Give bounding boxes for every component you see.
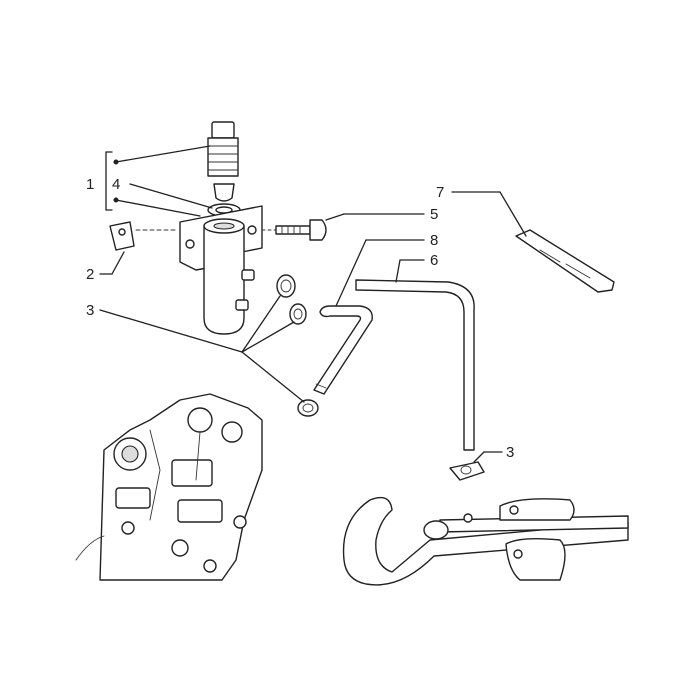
reservoir-body [203,218,255,335]
frame-section [342,496,629,586]
callout-4: 4 [112,176,120,193]
callout-labels: 1 4 2 3 7 5 8 6 3 [86,176,514,461]
filler-cap [207,121,239,177]
callout-6: 6 [430,252,438,269]
engine-block [75,393,263,581]
hose-clamp-lower [297,399,319,417]
hose-clamp-upper [276,274,296,298]
hose-clamp-right [449,461,485,481]
callout-7: 7 [436,184,444,201]
hose-clamp-middle [289,303,307,325]
callout-3-left: 3 [86,302,94,319]
hose-8 [313,305,373,395]
reservoir-assembly [109,121,327,335]
bracket-clip [109,221,177,251]
leader-lines [99,145,527,463]
callout-2: 2 [86,266,94,283]
callout-8: 8 [430,232,438,249]
retaining-strap [515,229,615,293]
float-valve [213,183,235,202]
callout-3-right: 3 [506,444,514,461]
callout-5: 5 [430,206,438,223]
fixing-screw [261,219,327,241]
callout-1: 1 [86,176,94,193]
hose-6 [355,279,475,451]
